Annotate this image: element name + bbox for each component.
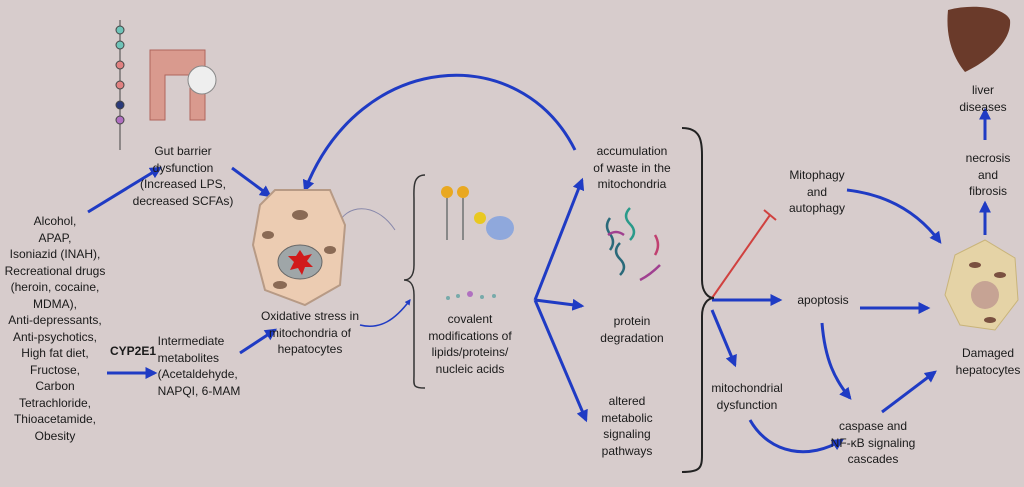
- inhibit-arrow: [711, 209, 777, 299]
- bracket-right: [681, 127, 715, 473]
- nucleic-acid-icon: [446, 291, 496, 300]
- lps-molecule-icon: [115, 20, 125, 150]
- waste-accumulation-label: accumulation of waste in the mitochondri…: [593, 144, 671, 191]
- liver-diseases-label: liver diseases: [959, 83, 1007, 114]
- protein-fragments-icon: [605, 207, 661, 282]
- necrosis-fibrosis-label: necrosis and fibrosis: [965, 151, 1011, 198]
- gut-icon: [149, 49, 217, 121]
- arrow-gut-cell: [231, 166, 272, 198]
- arrow-ox-covalent: [359, 299, 411, 327]
- oxidative-stress-label: Oxidative stress in mitochondria of hepa…: [260, 309, 360, 356]
- arrow-fan-up: [533, 177, 585, 301]
- caspase-label: caspase and NF-κB signaling cascades: [830, 419, 916, 466]
- lipid-protein-icon: [441, 186, 514, 240]
- apoptosis-label: apoptosis: [797, 293, 849, 307]
- causes-list: Alcohol, APAP, Isoniazid (INAH), Recreat…: [4, 214, 106, 443]
- gut-barrier-label: Gut barrier dysfunction (Increased LPS, …: [132, 144, 234, 208]
- altered-signaling-label: altered metabolic signaling pathways: [601, 394, 653, 458]
- bracket-left: [403, 174, 426, 389]
- arrow-fan-mid: [534, 298, 585, 311]
- hepatocyte-icon: [251, 189, 347, 307]
- covalent-modifications-label: covalent modifications of lipids/protein…: [428, 312, 512, 376]
- arrow-mito-damaged: [846, 188, 942, 244]
- arrow-metab-ox: [239, 328, 278, 355]
- arrow-loop: [337, 208, 396, 231]
- arrow-waste-cell: [302, 73, 577, 193]
- cyp2e1-label: CYP2E1: [109, 344, 157, 358]
- arrow-mitodys: [710, 309, 737, 368]
- damaged-hepatocytes-label: Damaged hepatocytes: [955, 346, 1021, 377]
- mitophagy-label: Mitophagy and autophagy: [788, 168, 846, 215]
- protein-degradation-label: protein degradation: [600, 314, 664, 345]
- arrow-fan-down: [533, 299, 588, 423]
- intermediate-metabolites-label: Intermediate metabolites (Acetaldehyde, …: [157, 334, 241, 398]
- mitochondrial-dysfunction-label: mitochondrial dysfunction: [711, 381, 783, 412]
- arrow-causes-gut: [87, 166, 163, 214]
- arrow-apop-caspase: [820, 322, 852, 400]
- arrow-caspase-damaged: [881, 370, 937, 414]
- liver-icon: [947, 6, 1011, 72]
- damaged-hepatocyte-icon: [944, 239, 1019, 331]
- arrow-mitodys-caspase: [748, 419, 845, 454]
